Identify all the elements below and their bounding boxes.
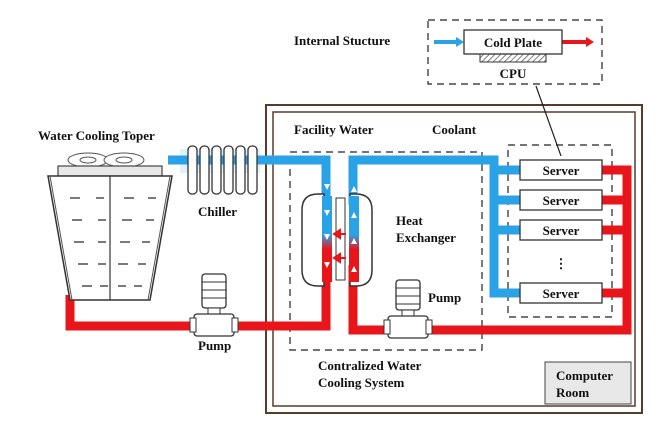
server-box: Server [519,189,603,211]
cold-plate-label: Cold Plate [484,35,542,50]
server-ellipsis: ⋮ [555,256,568,271]
cooling-system-boundary [289,151,483,351]
arrow-icon [586,37,594,47]
fan-icon [67,152,145,168]
server-label: Server [543,193,580,208]
server-rack-boundary [507,144,613,318]
pump-icon [383,279,433,339]
chiller-icon [180,145,260,195]
pump-left-label: Pump [198,338,231,353]
cooling-system-label-line2: Cooling System [318,375,404,390]
chiller-label: Chiller [198,204,237,219]
server-label: Server [543,223,580,238]
server-list: Server Server Server ⋮ Server [519,159,603,304]
arrow-icon [456,37,464,47]
coolant-cold-pipe [348,155,520,298]
computer-room-label-line2: Room [556,385,589,400]
cpu-pointer-line [535,85,562,157]
heat-exchanger [301,184,373,287]
water-cooling-tower-label: Water Cooling Toper [38,128,155,143]
cold-plate-assembly: Cold Plate CPU [434,29,594,81]
computer-room-label-box: Computer Room [544,361,632,405]
cpu-label: CPU [500,66,527,81]
server-label: Server [543,163,580,178]
internal-structure-label: Internal Stucture [294,33,390,48]
server-box: Server [519,159,603,181]
coolant-hot-pipe [348,165,632,335]
pump-right-label: Pump [428,290,461,305]
facility-water-label: Facility Water [294,122,374,137]
heat-exchanger-label-line2: Exchanger [396,230,456,245]
cooling-system-label-line1: Contralized Water [318,358,422,373]
pump-icon [189,273,239,337]
server-box: Server [519,282,603,304]
computer-room-label-line1: Computer [556,368,613,383]
coolant-label: Coolant [432,122,477,137]
heat-exchanger-label-line1: Heat [396,213,423,228]
server-box: Server [519,219,603,241]
water-cooling-tower [47,152,173,301]
internal-structure-boundary [427,19,603,85]
server-label: Server [543,286,580,301]
